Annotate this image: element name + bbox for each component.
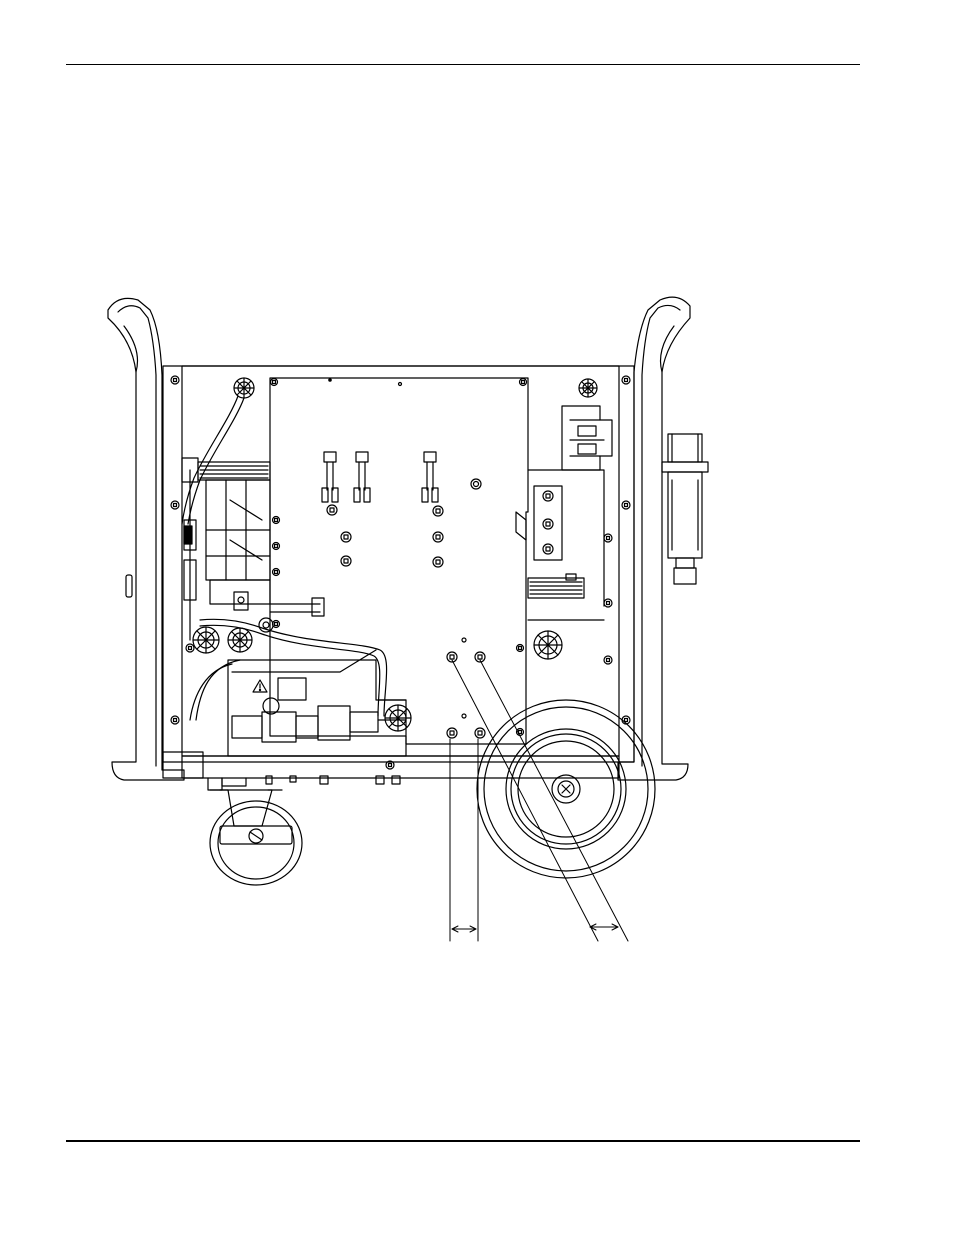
right-terminal-block — [515, 485, 563, 561]
dimension-arrow-icon — [451, 923, 619, 933]
plate-screws — [269, 377, 528, 739]
header-rule — [66, 64, 860, 65]
left-component-stack — [181, 457, 325, 641]
terminal-connector-3 — [421, 451, 439, 503]
electronics-box — [227, 649, 407, 757]
center-plate — [269, 377, 529, 745]
right-upper-component — [527, 405, 613, 607]
caster-wheel — [209, 789, 303, 886]
cable-grommets — [192, 377, 598, 732]
left-cable — [181, 395, 245, 545]
terminal-connector-2 — [353, 451, 371, 503]
footer-rule — [66, 1140, 860, 1142]
terminal-connector-1 — [321, 451, 339, 503]
main-wheel — [476, 699, 656, 879]
frame-screws — [170, 375, 631, 770]
dimension-lines — [449, 659, 629, 942]
right-handle — [617, 296, 691, 781]
warning-triangle-icon — [252, 679, 268, 693]
lower-hose — [189, 618, 388, 721]
air-filter-regulator — [661, 433, 709, 585]
left-handle — [107, 297, 185, 781]
right-heatsink — [527, 573, 605, 621]
